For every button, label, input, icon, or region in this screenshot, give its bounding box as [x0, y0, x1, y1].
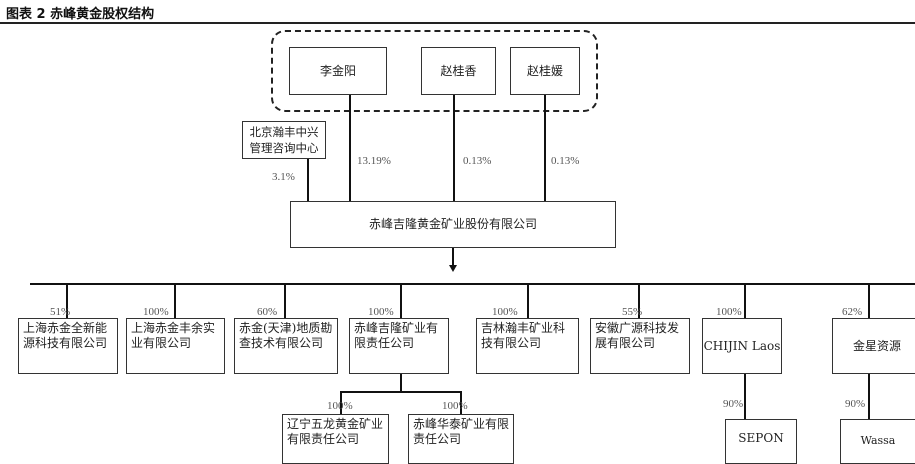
shareholder-box-li: 李金阳	[289, 47, 387, 95]
drop-7	[744, 283, 746, 318]
drop-sepon	[744, 374, 746, 419]
pct-2nd-2: 100%	[442, 400, 468, 412]
wassa-label: Wassa	[860, 434, 896, 447]
pct-zhao1: 0.13%	[463, 155, 492, 167]
drop-sub4	[400, 374, 402, 392]
second-level-box-wassa: Wassa	[840, 419, 915, 464]
page-title: 图表 2 赤峰黄金股权结构	[6, 7, 155, 22]
subsidiary-box-2: 上海赤金丰余实业有限公司	[126, 318, 225, 374]
subsidiary-box-5: 吉林瀚丰矿业科技有限公司	[476, 318, 579, 374]
pct-sub-8: 62%	[842, 306, 863, 318]
subsidiary-box-3: 赤金(天津)地质勘查技术有限公司	[234, 318, 338, 374]
connector-zhao2	[544, 95, 546, 201]
sepon-label: SEPON	[738, 431, 784, 445]
pct-sepon: 90%	[723, 398, 744, 410]
drop-1	[66, 283, 68, 318]
pct-li: 13.19%	[357, 155, 391, 167]
pct-sub-6: 55%	[622, 306, 643, 318]
drop-8	[868, 283, 870, 318]
pct-2nd-1: 100%	[327, 400, 353, 412]
main-to-bus-line	[452, 248, 454, 265]
second-level-box-2: 赤峰华泰矿业有限责任公司	[408, 414, 514, 464]
pct-wassa: 90%	[845, 398, 866, 410]
shareholder-group-outline	[271, 30, 598, 112]
pct-sub-7: 100%	[716, 306, 742, 318]
connector-zhao1	[453, 95, 455, 201]
main-company-box: 赤峰吉隆黄金矿业股份有限公司	[290, 201, 616, 248]
connector-beijing	[307, 159, 309, 201]
second-level-box-1: 辽宁五龙黄金矿业有限责任公司	[282, 414, 389, 464]
sub4-bus	[340, 391, 462, 393]
drop-2nd-1	[340, 391, 342, 414]
connector-li	[349, 95, 351, 201]
subsidiary-box-8: 金星资源	[832, 318, 915, 374]
drop-4	[400, 283, 402, 318]
pct-sub-3: 60%	[257, 306, 278, 318]
title-divider	[0, 22, 915, 24]
subsidiary-bus	[30, 283, 915, 285]
pct-sub-2: 100%	[143, 306, 169, 318]
pct-sub-1: 51%	[50, 306, 71, 318]
pct-sub-4: 100%	[368, 306, 394, 318]
drop-5	[527, 283, 529, 318]
drop-2	[174, 283, 176, 318]
subsidiary-box-6: 安徽广源科技发展有限公司	[590, 318, 690, 374]
drop-6	[638, 283, 640, 318]
subsidiary-box-7: CHIJIN Laos	[702, 318, 782, 374]
drop-2nd-2	[460, 391, 462, 414]
pct-beijing: 3.1%	[272, 171, 295, 183]
drop-wassa	[868, 374, 870, 419]
pct-zhao2: 0.13%	[551, 155, 580, 167]
pct-sub-5: 100%	[492, 306, 518, 318]
subsidiary-box-4: 赤峰吉隆矿业有限责任公司	[349, 318, 449, 374]
second-level-box-sepon: SEPON	[725, 419, 797, 464]
shareholder-box-zhao2: 赵桂媛	[510, 47, 580, 95]
subsidiary-box-1: 上海赤金全新能源科技有限公司	[18, 318, 118, 374]
shareholder-box-beijing: 北京瀚丰中兴管理咨询中心	[242, 121, 326, 159]
drop-3	[284, 283, 286, 318]
down-arrow-icon	[449, 265, 457, 272]
shareholder-box-zhao1: 赵桂香	[421, 47, 496, 95]
